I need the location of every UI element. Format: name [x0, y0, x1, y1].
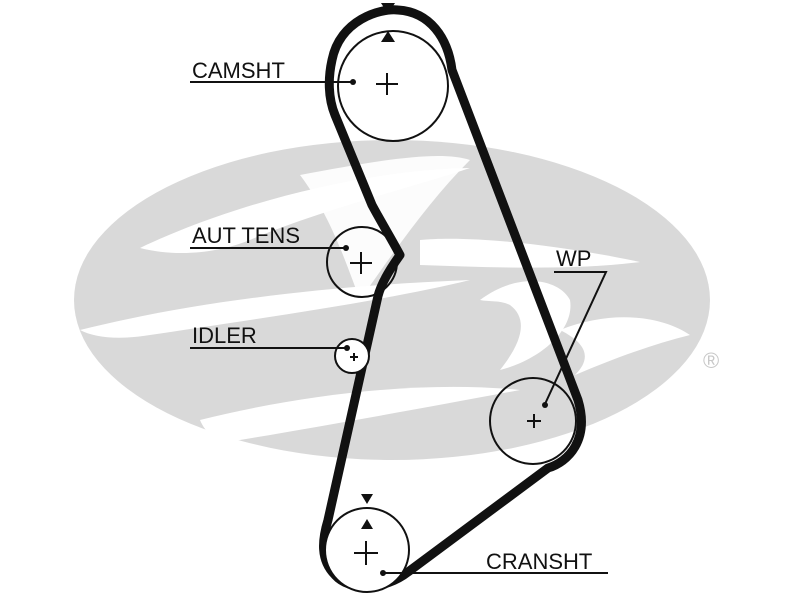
center-cross-icon: [376, 73, 398, 95]
label-text: IDLER: [192, 323, 257, 348]
label-crankshaft: CRANSHT: [380, 549, 608, 576]
label-idler: IDLER: [190, 323, 350, 351]
timing-mark-arrow-down-icon: [381, 3, 395, 14]
timing-mark-arrow-up-icon: [381, 31, 395, 42]
label-tensioner: AUT TENS: [190, 223, 349, 251]
logo-swoosh-t: [420, 238, 640, 268]
registered-mark: ®: [703, 348, 719, 373]
label-text: AUT TENS: [192, 223, 300, 248]
label-text: WP: [556, 246, 591, 271]
timing-mark-arrow-up-icon: [361, 519, 373, 529]
idler-pulley: [334, 338, 370, 374]
center-cross-icon: [527, 414, 541, 428]
logo-swoosh-e: [480, 281, 571, 370]
label-text: CRANSHT: [486, 549, 592, 574]
water-pump-pulley: [489, 377, 577, 465]
label-text: CAMSHT: [192, 58, 285, 83]
logo-swoosh-g-mid: [80, 280, 470, 338]
crankshaft-pulley: [324, 494, 410, 593]
label-water-pump: WP: [542, 246, 608, 408]
tensioner-pulley: [326, 226, 398, 298]
camshaft-pulley: [337, 3, 449, 142]
center-cross-icon: [350, 252, 372, 274]
timing-mark-arrow-down-icon: [361, 494, 373, 504]
logo-swoosh-s: [560, 317, 690, 375]
logo-swoosh-lower: [200, 386, 520, 441]
center-cross-icon: [350, 353, 358, 361]
label-camshaft: CAMSHT: [190, 58, 356, 85]
gates-logo-watermark: ®: [74, 140, 719, 460]
center-cross-icon: [354, 541, 378, 565]
